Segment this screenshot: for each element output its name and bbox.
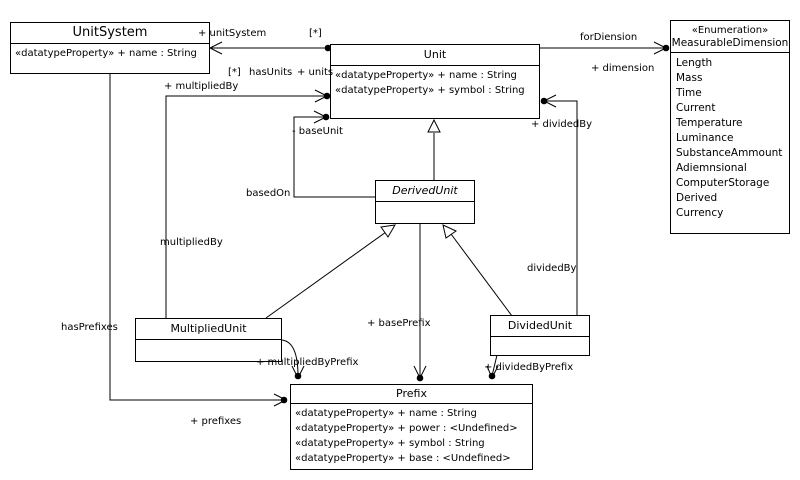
label-has-prefixes: hasPrefixes [61,322,118,333]
unit-system-attributes: «datatypeProperty» + name : String [11,44,209,63]
label-plus-base-prefix: + basePrefix [367,318,431,329]
multiplied-unit-generalization-head [380,224,396,238]
literal-item: Derived [676,192,718,204]
unit-attributes: «datatypeProperty» + name : String «data… [331,66,539,100]
label-has-units: hasUnits [249,67,293,78]
multiplied-unit-class[interactable]: MultipliedUnit [135,318,282,362]
measurable-dimension-header: «Enumeration» MeasurableDimension [671,21,789,53]
measurable-dimension-enumeration[interactable]: «Enumeration» MeasurableDimension Length… [670,20,790,234]
prefix-attr-base: «datatypeProperty» + base : <Undefined> [295,453,511,464]
label-plus-units: + units [297,67,334,78]
multiplied-by-arrowhead [314,89,329,103]
label-plus-dimension: + dimension [591,63,655,74]
prefix-attributes: «datatypeProperty» + name : String «data… [291,404,532,468]
measurable-dimension-literals: Length Mass Time Current Temperature Lum… [671,53,789,224]
multiplied-unit-class-name: MultipliedUnit [136,319,281,340]
prefix-attr-power: «datatypeProperty» + power : <Undefined> [295,423,518,434]
for-diension-arrowhead [653,41,668,55]
multiplied-by-association [165,92,331,318]
literal-item: Currency [676,207,724,219]
unit-attr-symbol: «datatypeProperty» + symbol : String [335,85,525,96]
literal-item: Mass [676,72,703,84]
has-prefixes-association [109,74,288,404]
divided-by-arrowhead [542,94,557,108]
unit-class-name: Unit [331,45,539,66]
divided-unit-class-name: DividedUnit [491,316,589,337]
divided-unit-class[interactable]: DividedUnit [490,315,590,356]
label-plus-divided-by: + dividedBy [531,119,593,130]
literal-item: Current [676,102,716,114]
label-plus-unit-system: + unitSystem [198,28,267,39]
label-multiplicity-star: [*] [309,28,322,39]
has-prefixes-arrowhead [273,393,288,407]
derived-unit-class[interactable]: DerivedUnit [375,180,475,224]
has-units-arrowhead [208,41,223,55]
literal-item: Length [676,57,713,69]
label-plus-prefixes: + prefixes [190,416,242,427]
label-minus-base-unit: - baseUnit [292,126,343,137]
enumeration-stereotype: «Enumeration» [691,25,769,36]
divided-unit-generalization-head [442,224,457,239]
based-on-arrowhead [313,110,328,124]
label-multiplied-by: multipliedBy [160,237,223,248]
label-plus-multiplied-by-prefix: + multipliedByPrefix [256,357,359,368]
prefix-attr-symbol: «datatypeProperty» + symbol : String [295,438,485,449]
divided-by-prefix-arrowhead [486,365,499,380]
literal-item: Temperature [676,117,743,129]
literal-item: Time [676,87,702,99]
unit-system-class[interactable]: UnitSystem «datatypeProperty» + name : S… [10,22,210,74]
prefix-attr-name: «datatypeProperty» + name : String [295,408,477,419]
unit-system-attr-name: «datatypeProperty» + name : String [15,48,197,59]
label-for-diension: forDiension [580,32,638,43]
base-prefix-arrowhead [413,365,427,380]
divided-by-prefix-association [488,354,498,380]
unit-system-class-name: UnitSystem [11,23,209,44]
literal-item: Adiemnsional [676,162,747,174]
label-based-on: basedOn [246,188,291,199]
label-plus-divided-by-prefix: + dividedByPrefix [484,362,574,373]
unit-attr-name: «datatypeProperty» + name : String [335,70,517,81]
prefix-class[interactable]: Prefix «datatypeProperty» + name : Strin… [290,384,533,470]
multiplied-by-prefix-association [281,339,302,380]
multiplied-by-prefix-arrowhead [291,365,305,380]
label-plus-multiplied-by: + multipliedBy [164,81,239,92]
based-on-association [293,113,375,198]
literal-item: Luminance [676,132,734,144]
derived-unit-generalization-head [427,118,441,133]
prefix-class-name: Prefix [291,385,532,404]
derived-unit-class-name: DerivedUnit [376,181,474,202]
unit-class[interactable]: Unit «datatypeProperty» + name : String … [330,44,540,119]
divided-unit-generalization [450,233,513,317]
divided-by-association [540,97,578,316]
literal-item: ComputerStorage [676,177,770,189]
label-divided-by: dividedBy [527,263,577,274]
multiplied-unit-generalization [265,231,387,319]
literal-item: SubstanceAmmount [676,147,783,159]
label-multiplicity-star: [*] [228,67,241,78]
measurable-dimension-name: MeasurableDimension [671,37,789,49]
